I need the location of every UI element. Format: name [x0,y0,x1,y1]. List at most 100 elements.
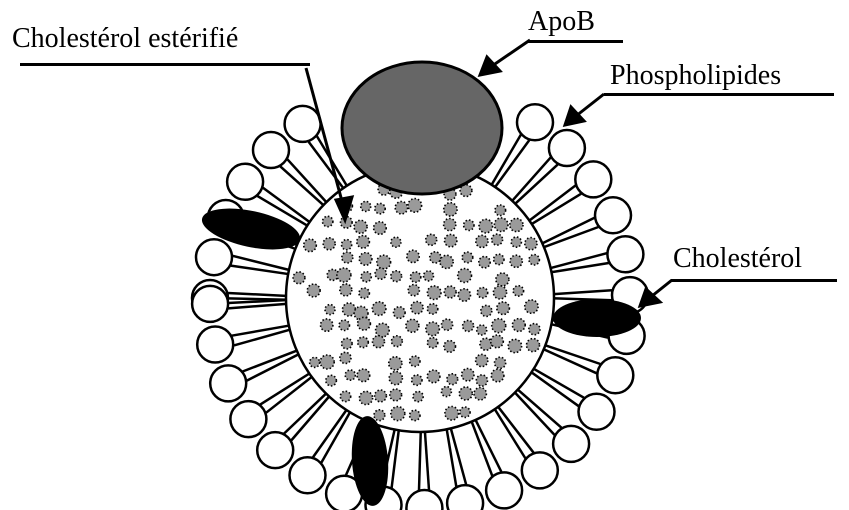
core-ester-particle [361,272,371,282]
phospholipid-tail [232,325,291,335]
core-ester-particle [444,286,456,298]
phospholipid-tail [549,253,607,268]
core-ester-particle [342,240,352,250]
core-ester-particle [406,319,419,332]
core-ester-particle [447,374,458,385]
core-ester-particle [391,237,401,247]
core-ester-particle [310,357,320,367]
core-ester-particle [444,341,456,353]
core-ester-particle [494,218,508,232]
core-ester-particle [395,202,407,214]
phospholipid-head [517,104,553,140]
phospholipid-head [197,327,233,363]
core-ester-particle [491,369,504,382]
core-ester-particle [427,286,441,300]
core-ester-particle [463,320,474,331]
core-ester-particle [323,238,335,250]
core-ester-particle [480,338,492,350]
core-ester-particle [476,235,488,247]
core-ester-particle [529,255,539,265]
core-ester-particle [493,286,506,299]
phospholipid-tail [266,376,313,413]
core-ester-particle [474,388,486,400]
core-ester-particle [361,201,371,211]
phospholipid-tail [228,298,288,299]
phospholipid-tail [450,427,466,485]
arrow-apob-head [480,57,500,75]
core-ester-particle [340,284,352,296]
core-ester-particle [342,252,353,263]
core-ester-particle [424,271,434,281]
core-ester-particle [359,253,372,266]
core-ester-particle [476,354,488,366]
core-ester-particle [492,234,503,245]
core-ester-particle [340,391,350,401]
core-ester-particle [342,338,353,349]
core-ester-particle [477,325,487,335]
core-ester-particle [510,255,522,267]
core-ester-particle [412,375,422,385]
apob-protein [342,62,502,194]
phospholipid-tail [284,392,328,433]
phospholipid-tail [446,427,456,486]
underline-cholesterol [671,279,837,282]
core-ester-particle [391,271,402,282]
core-ester-particle [410,410,420,420]
core-ester-particle [376,323,390,337]
core-ester-particle [357,236,370,249]
core-ester-particle [441,387,451,397]
core-ester-particle [464,220,474,230]
phospholipid-head [607,236,643,272]
phospholipid-head [192,286,228,322]
core-ester-particle [445,407,459,421]
phospholipid-tail [313,408,348,457]
core-ester-particle [508,339,521,352]
core-ester-particle [413,392,423,402]
core-ester-particle [462,252,473,263]
core-ester-particle [408,285,419,296]
label-phospholipides: Phospholipides [610,62,781,90]
label-cholesterol-esterifie: Cholestérol estérifié [12,25,238,53]
phospholipid-tail [228,293,288,296]
core-ester-particle [337,268,351,282]
phospholipid-tail [528,185,576,221]
phospholipid-tail [419,430,421,490]
core-ester-particle [527,339,540,352]
phospholipid-head [196,239,232,275]
phospholipid-tail [234,329,292,345]
core-ester-particle [392,336,403,347]
core-ester-particle [375,390,387,402]
core-ester-particle [427,304,437,314]
phospholipid-head [253,132,289,168]
arrow-phospholipides-head [565,107,584,125]
phospholipid-tail [530,371,579,406]
phospholipid-head [285,106,321,142]
core-ester-particle [426,322,440,336]
phospholipid-head [230,401,266,437]
core-ester-particle [442,319,453,330]
core-ester-particle [525,300,538,313]
core-ester-particle [390,389,402,401]
phospholipid-head [597,357,633,393]
core-ester-particle [307,284,320,297]
core-ester-particle [358,317,371,330]
core-ester-particle [525,238,537,250]
core-ester-particle [304,239,317,252]
core-ester-particle [375,268,386,279]
core-ester-particle [445,234,457,246]
core-ester-particle [389,357,402,370]
core-ester-particle [359,288,369,298]
phospholipid-tail [530,194,581,225]
core-ester-particle [427,370,440,383]
core-ester-particle [444,219,456,231]
core-ester-particle [407,250,419,262]
core-ester-particle [496,273,509,286]
core-ester-particle [354,220,367,233]
core-ester-particle [358,337,369,348]
underline-apob [528,40,623,43]
phospholipid-tail [260,373,311,405]
phospholipid-head [486,472,522,508]
phospholipid-head [210,365,246,401]
core-ester-particle [321,319,333,331]
core-ester-particle [325,305,335,315]
